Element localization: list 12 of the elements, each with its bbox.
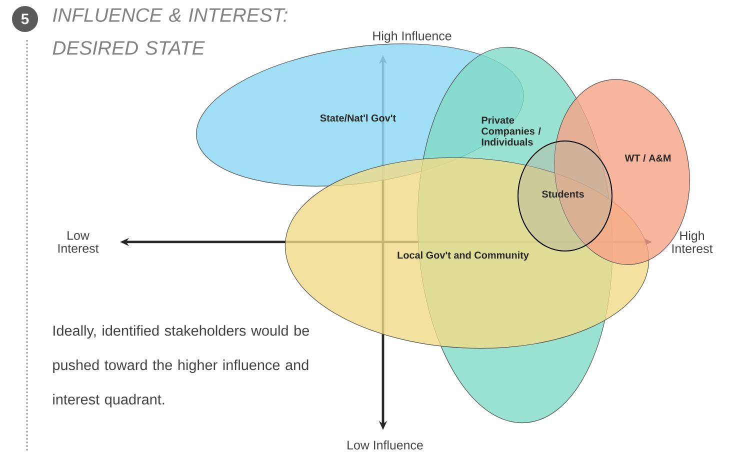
axis-label: High Interest [672,230,713,254]
step-badge: 5 [12,6,38,32]
ellipse-label: Private Companies / Individuals [482,116,541,146]
note-paragraph: Ideally, identified stakeholders would be pushed toward the higher influence and interest quadrant. [53,325,309,408]
ellipse-label: Local Gov't and Community [398,251,529,261]
ellipse-label: Students [542,190,584,198]
axis-label: Low Interest [58,231,99,253]
ellipse-label: WT / A&M [624,154,671,162]
axis-label: Low Influence [348,440,423,450]
title: INFLUENCE & INTEREST: DESIRED STATE [52,8,288,55]
axis-label: High Influence [373,31,452,43]
ellipse-label: State/Nat'l Gov't [320,114,396,122]
